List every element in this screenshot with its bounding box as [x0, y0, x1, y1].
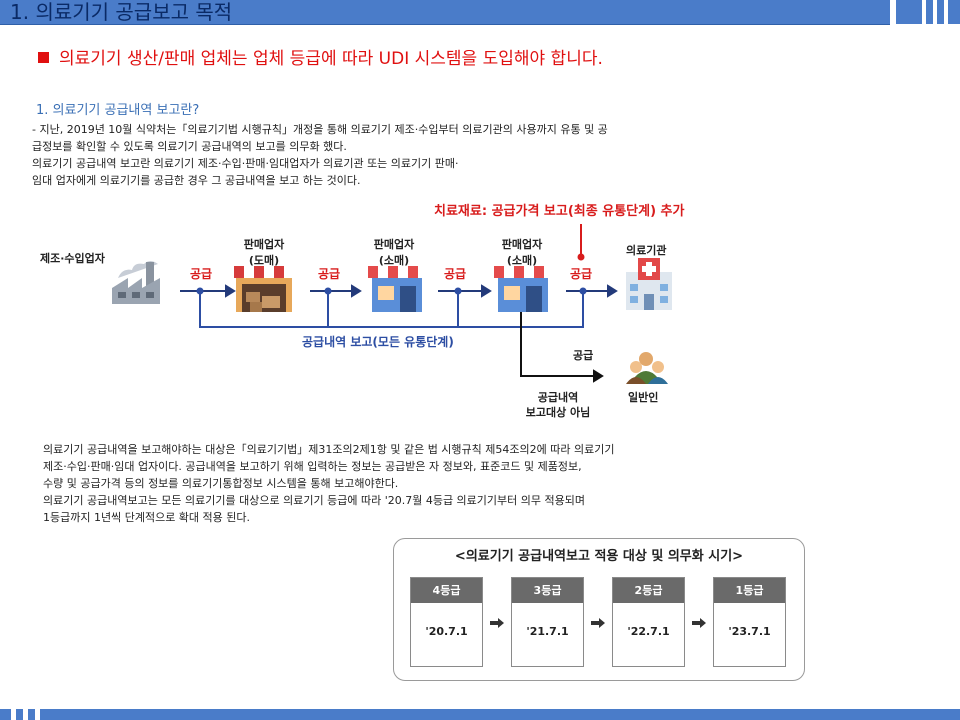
retail-shop-icon [494, 266, 552, 312]
arrow-head [225, 284, 236, 298]
arrow-head [351, 284, 362, 298]
report-note: 공급내역 보고(모든 유통단계) [302, 335, 454, 349]
body-paragraph: 의료기기 공급내역을 보고해야하는 대상은「의료기기법」제31조의2제1항 및 … [43, 441, 614, 526]
grade-label: 2등급 [613, 578, 684, 603]
footer-bar [40, 709, 960, 720]
supply-label: 공급 [190, 267, 213, 281]
body-line: 의료기기 공급내역을 보고해야하는 대상은「의료기기법」제31조의2제1항 및 … [43, 443, 615, 456]
intro-line: 급정보를 확인할 수 있도록 의료기기 공급내역의 보고를 의무화 했다. [32, 140, 347, 153]
body-line: 1등급까지 1년씩 단계적으로 확대 적용 된다. [43, 511, 251, 524]
schedule-title: <의료기기 공급내역보고 적용 대상 및 의무화 시기> [454, 549, 744, 564]
retailer-label: 판매업자 (소매) [494, 236, 550, 268]
treatment-note: 치료재료: 공급가격 보고(최종 유통단계) 추가 [434, 204, 685, 219]
supply-flow-diagram [112, 224, 672, 384]
right-arrow-icon [490, 618, 504, 628]
headline-text: 의료기기 생산/판매 업체는 업체 등급에 따라 UDI 시스템을 도입해야 합… [59, 49, 603, 69]
section-heading: 1. 의료기기 공급내역 보고란? [36, 103, 200, 118]
grade-label: 3등급 [512, 578, 583, 603]
supply-label: 공급 [318, 267, 341, 281]
grade-card: 2등급 '22.7.1 [612, 577, 685, 667]
grade-label: 4등급 [411, 578, 482, 603]
intro-line: 임대 업자에게 의료기기를 공급한 경우 그 공급내역을 보고 하는 것이다. [32, 174, 361, 187]
hospital-label: 의료기관 [626, 244, 667, 257]
not-reported-line: 보고대상 아님 [525, 406, 591, 419]
grade-card: 1등급 '23.7.1 [713, 577, 786, 667]
page-title: 1. 의료기기 공급보고 목적 [10, 0, 233, 24]
bullet-square-icon [38, 52, 49, 63]
public-label: 일반인 [628, 391, 659, 404]
arrow-head [607, 284, 618, 298]
arrow-head [481, 284, 492, 298]
right-arrow-icon [692, 618, 706, 628]
wholesaler-label-line: 판매업자 [243, 238, 285, 251]
grade-date: '23.7.1 [728, 625, 771, 638]
intro-paragraph: - 지난, 2019년 10월 식약처는「의료기기법 시행규칙」개정을 통해 의… [32, 121, 608, 189]
retailer-label-line: 판매업자 [373, 238, 415, 251]
grade-date: '22.7.1 [627, 625, 670, 638]
footer-stripe [16, 709, 23, 720]
people-icon [626, 352, 668, 384]
public-supply-label: 공급 [573, 349, 594, 362]
hospital-icon [626, 258, 672, 310]
wholesaler-label-line: (도매) [248, 254, 280, 267]
wholesaler-label: 판매업자 (도매) [236, 236, 292, 268]
report-dot [324, 287, 332, 295]
footer-stripe [0, 709, 11, 720]
intro-line: - 지난, 2019년 10월 식약처는「의료기기법 시행규칙」개정을 통해 의… [32, 123, 608, 136]
header-stripe [926, 0, 933, 24]
factory-icon [112, 261, 160, 304]
body-line: 의료기기 공급내역보고는 모든 의료기기를 대상으로 의료기기 등급에 따라 '… [43, 494, 585, 507]
supply-label: 공급 [570, 267, 593, 281]
not-reported-label: 공급내역 보고대상 아님 [510, 390, 606, 420]
supply-label: 공급 [444, 267, 467, 281]
retail-shop-icon [368, 266, 426, 312]
treatment-marker-dot [577, 253, 585, 261]
manufacturer-label: 제조·수입업자 [40, 252, 105, 265]
body-line: 수량 및 공급가격 등의 정보를 의료기기통합정보 시스템을 통해 보고해야한다… [43, 477, 399, 490]
right-arrow-icon [591, 618, 605, 628]
report-dot [196, 287, 204, 295]
grade-card: 4등급 '20.7.1 [410, 577, 483, 667]
header-bar [0, 0, 890, 25]
body-line: 제조·수입·판매·임대 업자이다. 공급내역을 보고하기 위해 입력하는 정보는… [43, 460, 582, 473]
intro-line: 의료기기 공급내역 보고란 의료기기 제조·수입·판매·임대업자가 의료기관 또… [32, 157, 459, 170]
retailer-label-line: 판매업자 [501, 238, 543, 251]
footer-stripe [28, 709, 35, 720]
grade-card: 3등급 '21.7.1 [511, 577, 584, 667]
report-dot [579, 287, 587, 295]
grade-date: '20.7.1 [425, 625, 468, 638]
arrow-head [593, 369, 604, 383]
report-line [199, 291, 584, 328]
retailer-label: 판매업자 (소매) [366, 236, 422, 268]
report-dot [454, 287, 462, 295]
not-reported-line: 공급내역 [537, 391, 579, 404]
retailer-label-line: (소매) [378, 254, 410, 267]
grade-label: 1등급 [714, 578, 785, 603]
wholesale-shop-icon [234, 266, 294, 312]
header-stripe [948, 0, 960, 24]
grade-date: '21.7.1 [526, 625, 569, 638]
public-supply-line [520, 312, 594, 377]
retailer-label-line: (소매) [506, 254, 538, 267]
headline: 의료기기 생산/판매 업체는 업체 등급에 따라 UDI 시스템을 도입해야 합… [38, 44, 603, 69]
header-stripe [937, 0, 944, 24]
schedule-box: <의료기기 공급내역보고 적용 대상 및 의무화 시기> 4등급 '20.7.1… [393, 538, 805, 681]
header-stripe [896, 0, 922, 24]
